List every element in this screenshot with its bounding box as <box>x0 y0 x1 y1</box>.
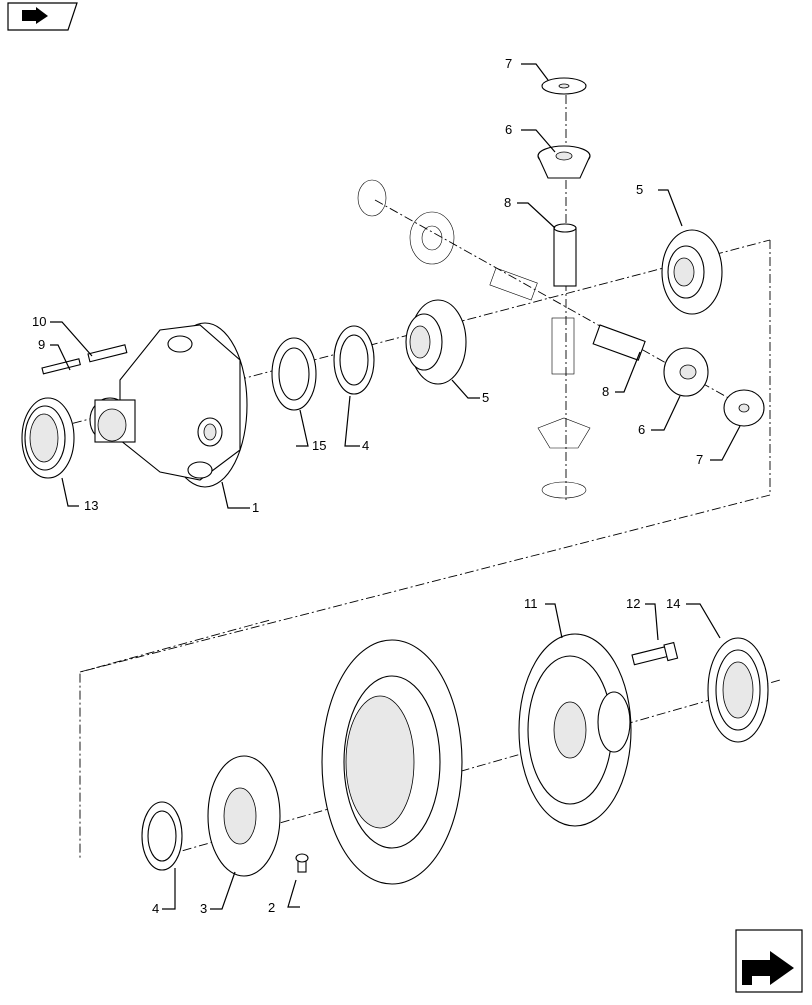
label-1: 1 <box>252 500 259 515</box>
shaft-middle <box>489 267 575 375</box>
book-arrow-icon[interactable] <box>7 2 78 31</box>
differential-case-11[interactable] <box>518 633 632 827</box>
label-2: 2 <box>268 900 275 915</box>
thrust-washer-4-top[interactable] <box>333 325 375 395</box>
label-12: 12 <box>626 596 640 611</box>
label-6-right: 6 <box>638 422 645 437</box>
pinion-gear-bottom <box>537 417 591 499</box>
label-8-top: 8 <box>504 195 511 210</box>
label-3: 3 <box>200 901 207 916</box>
label-5-right: 5 <box>636 182 643 197</box>
differential-housing-1[interactable] <box>89 322 248 488</box>
thrust-washer-7-top[interactable] <box>541 77 587 95</box>
thrust-washer-4-bottom[interactable] <box>141 801 183 871</box>
label-5-left: 5 <box>482 390 489 405</box>
thrust-washer-7-right[interactable] <box>723 389 765 427</box>
label-4-top: 4 <box>362 438 369 453</box>
bolt-12[interactable] <box>631 641 679 666</box>
cover-plate-3[interactable] <box>207 755 281 877</box>
label-7-right: 7 <box>696 452 703 467</box>
label-15: 15 <box>312 438 326 453</box>
pinion-gear-6-right[interactable] <box>663 347 709 397</box>
label-10: 10 <box>32 314 46 329</box>
screw-2[interactable] <box>295 853 309 873</box>
pinion-gear-6-top[interactable] <box>537 145 591 179</box>
side-gear-5-right[interactable] <box>661 229 723 315</box>
label-14: 14 <box>666 596 680 611</box>
side-gear-5-left[interactable] <box>405 299 467 385</box>
ring-gear[interactable] <box>321 639 463 885</box>
label-9: 9 <box>38 337 45 352</box>
label-8-right: 8 <box>602 384 609 399</box>
bearing-14[interactable] <box>707 637 769 743</box>
label-4-bottom: 4 <box>152 901 159 916</box>
thrust-washer-15[interactable] <box>271 337 317 411</box>
shaft-8-top[interactable] <box>553 223 577 287</box>
label-7-top: 7 <box>505 56 512 71</box>
pin-9[interactable] <box>41 358 81 375</box>
bearing-13[interactable] <box>21 397 75 479</box>
leader-lines <box>50 63 741 910</box>
pinion-gear-left <box>357 179 455 265</box>
label-6-top: 6 <box>505 122 512 137</box>
shaft-8-right[interactable] <box>592 324 646 361</box>
part-labels: 1 2 3 4 4 5 5 6 6 7 7 8 8 9 10 11 12 13 … <box>32 56 703 916</box>
label-11: 11 <box>524 596 538 611</box>
pin-10[interactable] <box>87 344 128 363</box>
next-page-arrow-icon[interactable] <box>735 929 803 993</box>
label-13: 13 <box>84 498 98 513</box>
